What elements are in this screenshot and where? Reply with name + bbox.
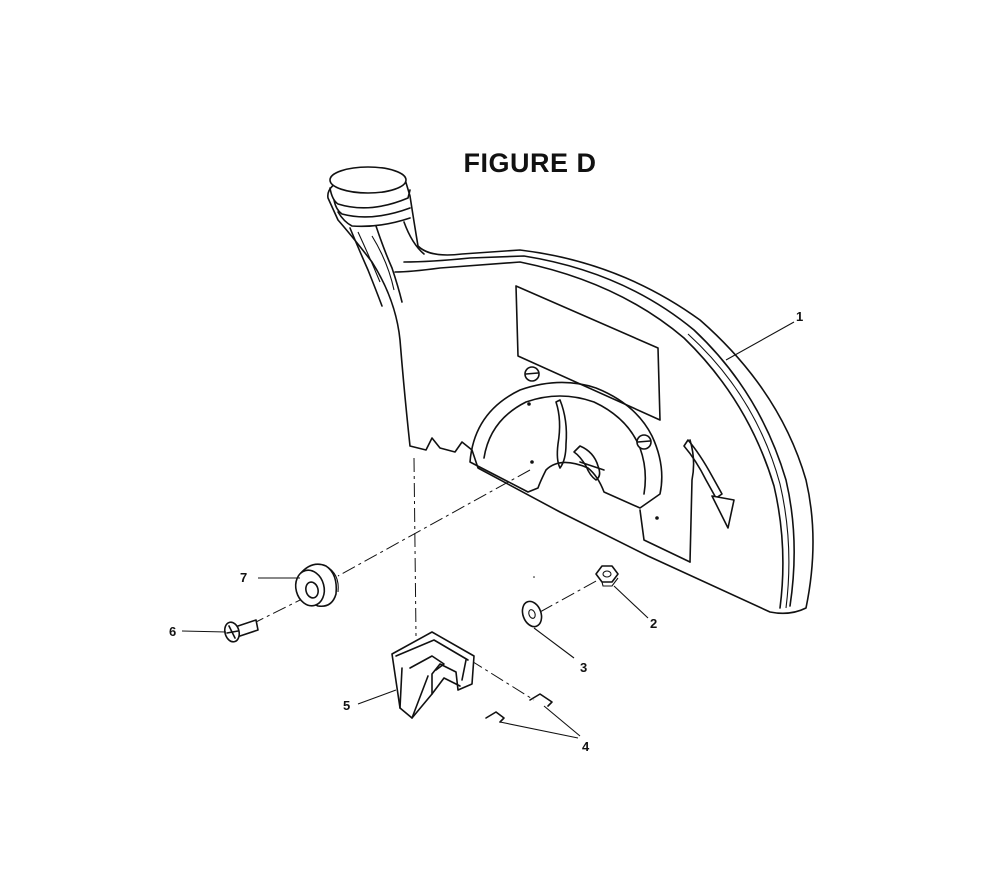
callout-2: 2 — [650, 616, 658, 631]
callout-6: 6 — [169, 624, 177, 639]
callout-5: 5 — [343, 698, 351, 713]
assembly-line-screw — [255, 595, 309, 623]
leader-line-5 — [357, 689, 397, 705]
callout-3: 3 — [580, 660, 588, 675]
leader-line-6 — [181, 630, 227, 633]
clips-part — [485, 693, 553, 723]
assembly-line-clip — [469, 659, 535, 701]
assembly-line-bushing — [337, 469, 531, 577]
callout-4: 4 — [582, 739, 590, 754]
leader-line-4b — [499, 721, 579, 739]
blade-guard-part — [327, 166, 814, 615]
leader-line-4a — [543, 705, 581, 737]
leader-line-2 — [613, 585, 649, 619]
leader-line-3 — [533, 627, 575, 659]
callout-1: 1 — [796, 309, 804, 324]
screw-part — [223, 619, 259, 643]
figure-title: FIGURE D — [463, 148, 597, 178]
washer-part — [521, 600, 543, 628]
leader-line-1 — [725, 321, 795, 361]
assembly-line-nut — [539, 579, 599, 613]
callout-7: 7 — [240, 570, 248, 585]
bushing-part — [294, 563, 339, 608]
hex-nut-part — [595, 565, 619, 587]
chute-deflector-part — [391, 631, 475, 719]
assembly-line-chute — [413, 457, 417, 637]
